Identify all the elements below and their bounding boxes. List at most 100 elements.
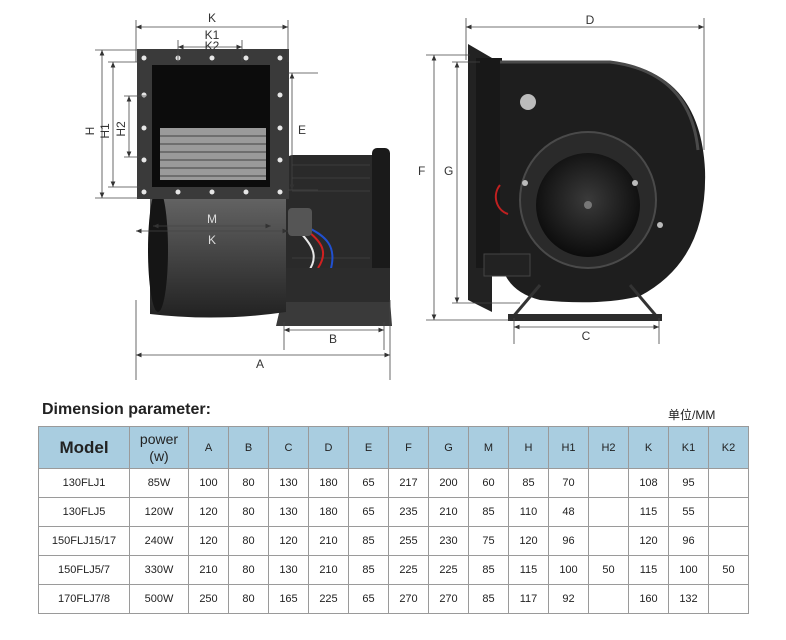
dimension-cell: 210 <box>428 497 469 527</box>
label-h: H <box>83 127 97 136</box>
dimension-cell: 100 <box>548 555 589 585</box>
dimension-cell: 80 <box>228 526 269 556</box>
dim-header: M <box>468 426 509 469</box>
dimension-cell: 120 <box>188 526 229 556</box>
right-dimension-labels: D F G C <box>418 13 595 343</box>
dimension-cell: 85 <box>468 555 509 585</box>
dimension-cell: 50 <box>708 555 749 585</box>
dimension-cell: 80 <box>228 468 269 498</box>
label-k1: K1 <box>205 28 220 42</box>
label-h1: H1 <box>98 123 112 139</box>
dimension-cell: 96 <box>668 526 709 556</box>
dimension-cell: 210 <box>308 555 349 585</box>
dimension-cell: 100 <box>188 468 229 498</box>
dimension-cell: 225 <box>428 555 469 585</box>
dimension-cell <box>708 497 749 527</box>
label-g: G <box>444 164 453 178</box>
label-c: C <box>582 329 591 343</box>
left-dimension-labels: K K1 K2 H H1 H2 E M K A B <box>83 11 337 371</box>
label-m: M <box>207 212 217 226</box>
dimension-cell: 180 <box>308 468 349 498</box>
blower-front-view <box>137 49 392 326</box>
section-title: Dimension parameter: <box>42 401 211 418</box>
dimension-cell: 255 <box>388 526 429 556</box>
dim-header: B <box>228 426 269 469</box>
dimension-cell: 120 <box>268 526 309 556</box>
dimension-cell: 270 <box>388 584 429 614</box>
blower-dimension-figure: K K1 K2 H H1 H2 E M K A B <box>83 11 706 380</box>
dimension-cell: 85 <box>508 468 549 498</box>
dimension-cell: 115 <box>508 555 549 585</box>
dimension-cell: 65 <box>348 497 389 527</box>
dimension-cell: 130 <box>268 468 309 498</box>
left-dimension-lines <box>95 20 391 380</box>
label-a: A <box>256 357 264 371</box>
label-k2: K2 <box>205 39 220 53</box>
dimension-cell <box>588 526 629 556</box>
dim-header: K <box>628 426 669 469</box>
dim-header: K2 <box>708 426 749 469</box>
dimension-cell: 200 <box>428 468 469 498</box>
dim-header: D <box>308 426 349 469</box>
dimension-cell: 110 <box>508 497 549 527</box>
dimension-cell <box>708 526 749 556</box>
dimension-cell: 95 <box>668 468 709 498</box>
label-f: F <box>418 164 425 178</box>
blower-side-view <box>468 44 706 321</box>
label-k-top: K <box>208 11 216 25</box>
power-cell: 85W <box>129 468 189 498</box>
power-cell: 500W <box>129 584 189 614</box>
dimension-cell: 85 <box>468 584 509 614</box>
dimension-cell: 225 <box>388 555 429 585</box>
model-cell: 150FLJ5/7 <box>38 555 130 585</box>
dimension-cell: 130 <box>268 497 309 527</box>
dimension-cell: 270 <box>428 584 469 614</box>
dimension-cell: 120 <box>628 526 669 556</box>
unit-label: 单位/MM <box>668 408 716 422</box>
dim-header: A <box>188 426 229 469</box>
dimension-cell: 92 <box>548 584 589 614</box>
dimension-cell: 210 <box>188 555 229 585</box>
dimension-cell: 65 <box>348 584 389 614</box>
dimension-cell: 85 <box>348 526 389 556</box>
dimension-cell <box>588 497 629 527</box>
dimension-cell: 225 <box>308 584 349 614</box>
dimension-cell: 115 <box>628 555 669 585</box>
dimension-cell: 117 <box>508 584 549 614</box>
model-cell: 150FLJ15/17 <box>38 526 130 556</box>
dimension-cell: 48 <box>548 497 589 527</box>
dim-header: H1 <box>548 426 589 469</box>
dimension-cell: 230 <box>428 526 469 556</box>
dimension-cell: 85 <box>468 497 509 527</box>
label-b: B <box>329 332 337 346</box>
power-cell: 330W <box>129 555 189 585</box>
dimension-cell: 160 <box>628 584 669 614</box>
dimension-cell: 180 <box>308 497 349 527</box>
dim-header: F <box>388 426 429 469</box>
dimension-cell: 75 <box>468 526 509 556</box>
dim-header: H2 <box>588 426 629 469</box>
power-cell: 240W <box>129 526 189 556</box>
model-cell: 130FLJ5 <box>38 497 130 527</box>
label-h2: H2 <box>114 121 128 137</box>
power-header-line2: (w) <box>149 447 169 464</box>
dimension-cell: 50 <box>588 555 629 585</box>
model-header: Model <box>38 426 130 469</box>
dimension-cell <box>588 468 629 498</box>
power-header: power (w) <box>129 426 189 469</box>
model-cell: 130FLJ1 <box>38 468 130 498</box>
dim-header: H <box>508 426 549 469</box>
dimension-cell: 55 <box>668 497 709 527</box>
dimension-cell: 108 <box>628 468 669 498</box>
dimension-cell: 120 <box>188 497 229 527</box>
dimension-cell: 165 <box>268 584 309 614</box>
dim-header: G <box>428 426 469 469</box>
dimension-cell: 96 <box>548 526 589 556</box>
dimension-cell <box>708 584 749 614</box>
dimension-cell: 80 <box>228 584 269 614</box>
dim-header: C <box>268 426 309 469</box>
table-header-row: Model power (w) A B C D E F G M H H1 H2 … <box>38 426 749 469</box>
